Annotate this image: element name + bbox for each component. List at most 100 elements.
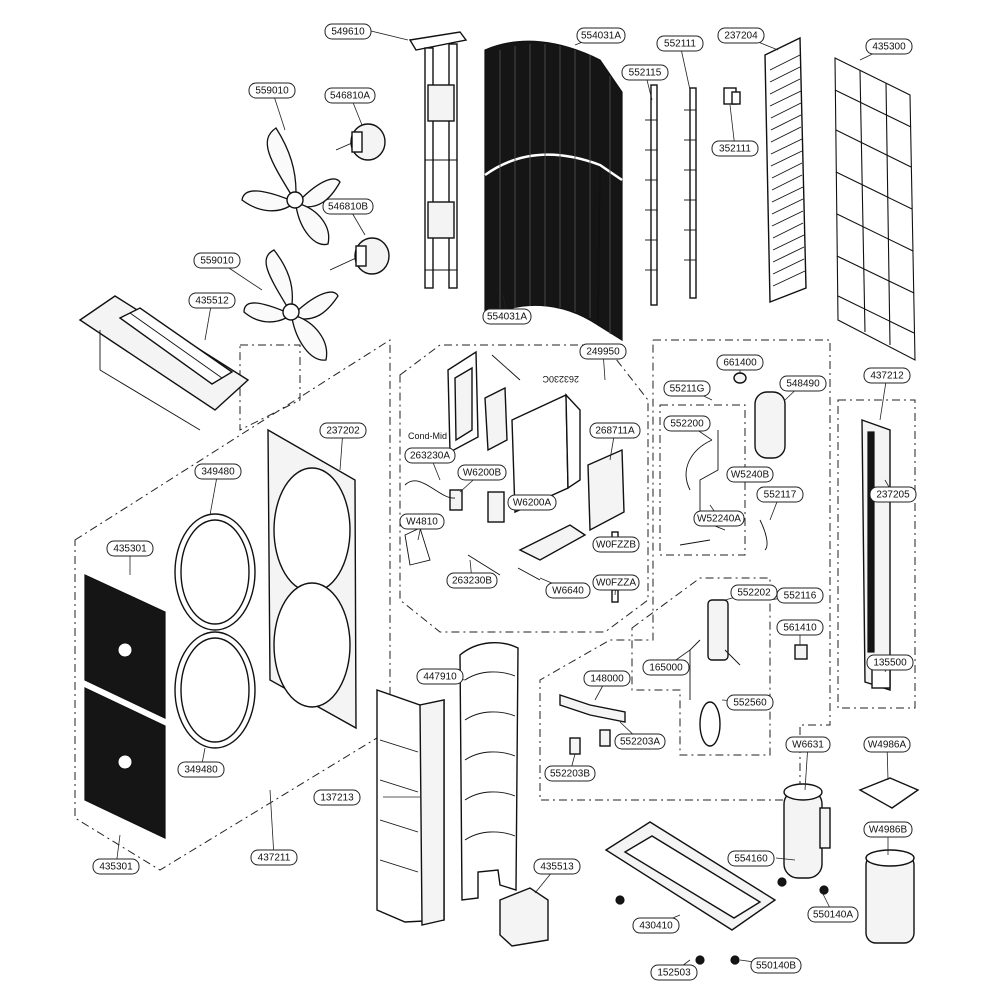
callout-349480-upper: 349480 — [194, 463, 242, 480]
svg-text:W6640: W6640 — [552, 586, 584, 597]
svg-text:447910: 447910 — [423, 672, 457, 683]
motor-bracket — [408, 31, 468, 289]
svg-text:165000: 165000 — [649, 663, 683, 674]
callout-W0FZZA: W0FZZA — [592, 574, 640, 591]
service-valve-parts — [559, 694, 626, 755]
svg-text:552111: 552111 — [664, 39, 696, 50]
compressor — [777, 783, 831, 895]
callout-W52240A: W52240A — [693, 510, 745, 527]
fan-propeller-lower — [243, 249, 339, 361]
callout-263230B: 263230B — [446, 572, 498, 589]
callout-249950: 249950 — [579, 343, 627, 360]
callout-W4810: W4810 — [399, 513, 445, 530]
top-cover-panel — [78, 295, 250, 431]
svg-text:559010: 559010 — [255, 86, 289, 97]
svg-text:435301: 435301 — [99, 862, 133, 873]
svg-text:W0FZZB: W0FZZB — [596, 540, 636, 551]
svg-text:263230A: 263230A — [410, 451, 450, 462]
callout-552111: 552111 — [656, 35, 704, 52]
base-pan — [604, 821, 777, 965]
svg-text:546810B: 546810B — [328, 202, 368, 213]
callout-435512: 435512 — [188, 292, 236, 309]
svg-text:546810A: 546810A — [330, 91, 370, 102]
cond-mid-label: Cond-Mid — [408, 431, 447, 441]
svg-text:349480: 349480 — [184, 765, 218, 776]
svg-text:237205: 237205 — [876, 490, 910, 501]
callout-148000: 148000 — [583, 670, 631, 687]
svg-text:550140A: 550140A — [813, 910, 853, 921]
callout-437212: 437212 — [863, 367, 911, 384]
svg-text:430410: 430410 — [639, 921, 673, 932]
callout-552203A: 552203A — [614, 733, 666, 750]
callout-552117: 552117 — [756, 486, 804, 503]
svg-text:550140B: 550140B — [756, 961, 796, 972]
callout-549610: 549610 — [324, 23, 372, 40]
callout-661400: 661400 — [716, 354, 764, 371]
svg-text:552116: 552116 — [784, 591, 817, 602]
callout-W4986B: W4986B — [863, 821, 913, 838]
svg-text:148000: 148000 — [590, 674, 624, 685]
svg-text:435301: 435301 — [113, 544, 147, 555]
callout-352111: 352111 — [711, 140, 759, 157]
callout-237205: 237205 — [869, 486, 917, 503]
svg-text:W4810: W4810 — [406, 517, 438, 528]
callout-552202: 552202 — [730, 584, 778, 601]
compressor-cover-and-jacket — [858, 777, 920, 944]
svg-text:554160: 554160 — [734, 854, 768, 865]
callout-554031A: 554031A — [576, 27, 626, 44]
svg-text:435513: 435513 — [540, 862, 574, 873]
front-grille-upper — [84, 574, 166, 719]
svg-text:349480: 349480 — [201, 467, 235, 478]
fan-motor-upper — [335, 123, 386, 161]
callout-W6631: W6631 — [785, 736, 831, 753]
valve-pipe-assembly — [689, 599, 808, 747]
callout-437211: 437211 — [250, 849, 298, 866]
fan-shroud-rings — [174, 513, 256, 749]
svg-text:437211: 437211 — [258, 853, 291, 864]
callout-263230A: 263230A — [404, 447, 456, 464]
svg-text:552560: 552560 — [733, 698, 767, 709]
svg-text:554031A: 554031A — [581, 31, 621, 42]
svg-text:352111: 352111 — [719, 144, 751, 155]
svg-text:268711A: 268711A — [595, 426, 635, 437]
svg-text:552117: 552117 — [764, 490, 797, 501]
svg-text:135500: 135500 — [873, 658, 907, 669]
callout-W6640: W6640 — [545, 582, 591, 599]
callout-137213: 137213 — [313, 789, 361, 806]
svg-text:552203B: 552203B — [550, 769, 590, 780]
control-box-parts — [404, 350, 625, 603]
callout-552560: 552560 — [726, 694, 774, 711]
svg-text:552200: 552200 — [670, 419, 704, 430]
callout-559010-upper: 559010 — [248, 82, 296, 99]
callout-447910: 447910 — [416, 668, 464, 685]
callout-550140B: 550140B — [750, 957, 802, 974]
side-support-bracket-b — [684, 87, 697, 299]
callout-55211G: 55211G — [663, 380, 711, 397]
condenser-coil — [484, 40, 623, 342]
callout-546810B: 546810B — [322, 198, 374, 215]
callout-237204: 237204 — [717, 27, 765, 44]
callout-135500: 135500 — [866, 654, 914, 671]
rear-louver-grille — [764, 36, 807, 304]
callout-435513: 435513 — [533, 858, 581, 875]
small-bracket-435513 — [499, 887, 549, 947]
svg-text:437212: 437212 — [870, 371, 904, 382]
svg-text:W5240B: W5240B — [731, 470, 770, 481]
svg-text:W4986A: W4986A — [868, 740, 907, 751]
svg-text:W6631: W6631 — [792, 740, 824, 751]
svg-text:552115: 552115 — [629, 68, 662, 79]
callout-435301-lower: 435301 — [92, 858, 140, 875]
svg-text:554031A: 554031A — [487, 312, 527, 323]
wire-guard-mesh — [834, 57, 916, 361]
callout-152503: 152503 — [650, 964, 698, 981]
svg-text:559010: 559010 — [200, 256, 234, 267]
svg-text:W52240A: W52240A — [697, 514, 741, 525]
side-support-bracket-a — [645, 84, 658, 306]
side-panel-447910 — [459, 641, 519, 901]
svg-text:152503: 152503 — [657, 968, 691, 979]
dashed-group-outlines — [74, 339, 916, 871]
svg-text:548490: 548490 — [786, 379, 820, 390]
svg-text:552202: 552202 — [737, 588, 771, 599]
svg-text:W4986B: W4986B — [869, 825, 908, 836]
